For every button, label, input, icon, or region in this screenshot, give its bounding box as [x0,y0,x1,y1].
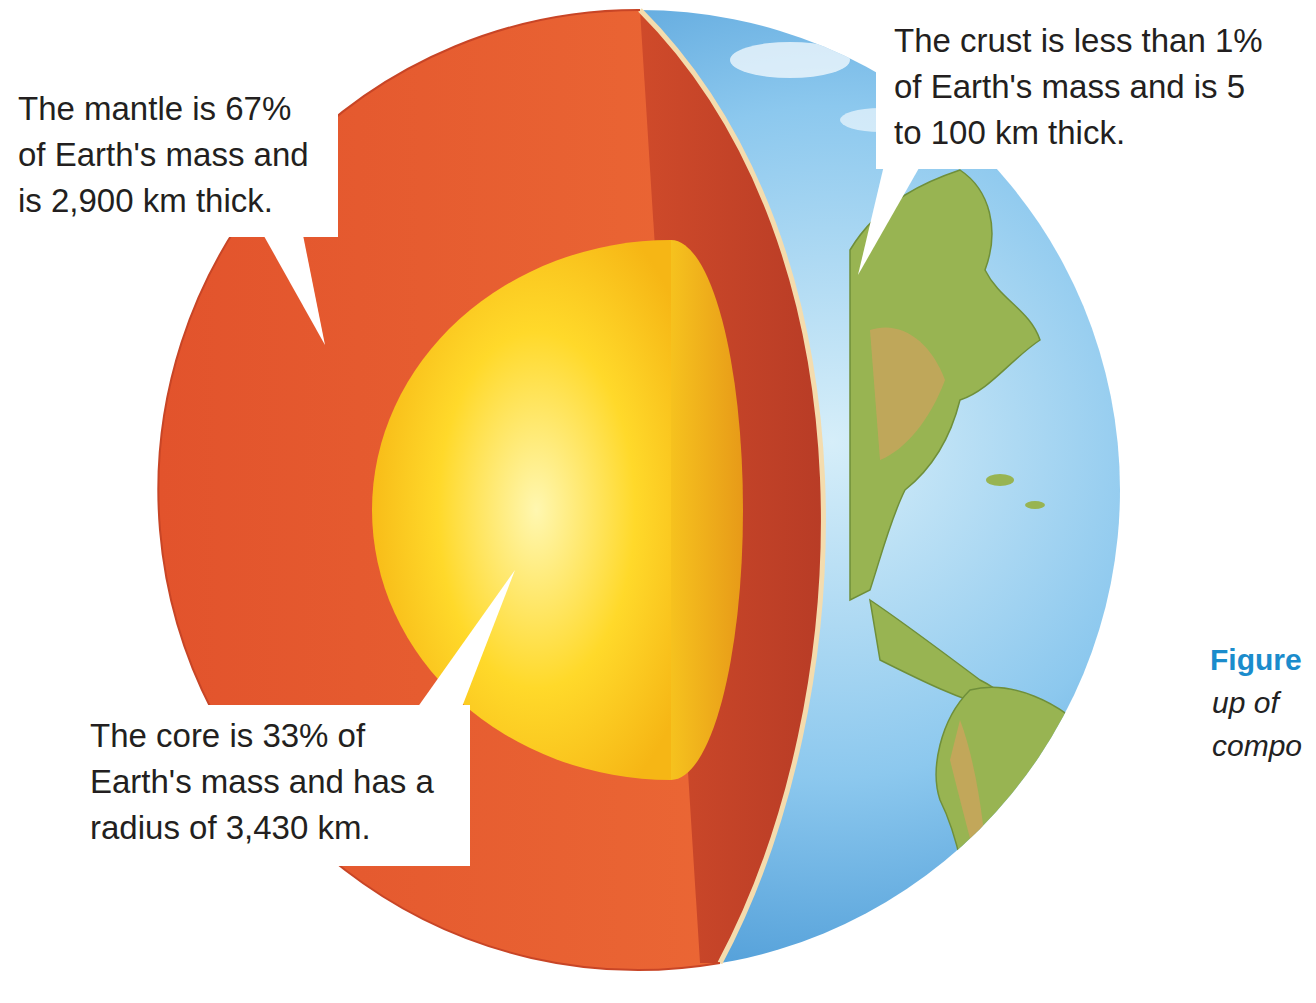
callout-pointer [405,570,515,725]
callout-text: The core is 33% of Earth's mass and has … [90,713,450,852]
mountains [950,720,990,900]
core-callout: The core is 33% of Earth's mass and has … [72,705,470,866]
callout-pointer [255,220,325,345]
island [1025,501,1045,509]
mountains [870,327,945,460]
cloud [730,42,850,78]
crust-callout: The crust is less than 1% of Earth's mas… [876,10,1316,169]
core-section [372,240,671,780]
figure-caption-fragment: up of [1212,683,1279,722]
island [986,474,1014,486]
figure-label: Figure [1210,640,1302,679]
south-america [936,687,1102,982]
crust-edge [640,10,823,963]
core-section-side [671,240,743,780]
mantle-callout: The mantle is 67% of Earth's mass and is… [0,78,338,237]
figure-caption-fragment: compo [1212,726,1302,765]
callout-text: The crust is less than 1% of Earth's mas… [894,18,1268,157]
callout-text: The mantle is 67% of Earth's mass and is… [18,86,318,225]
